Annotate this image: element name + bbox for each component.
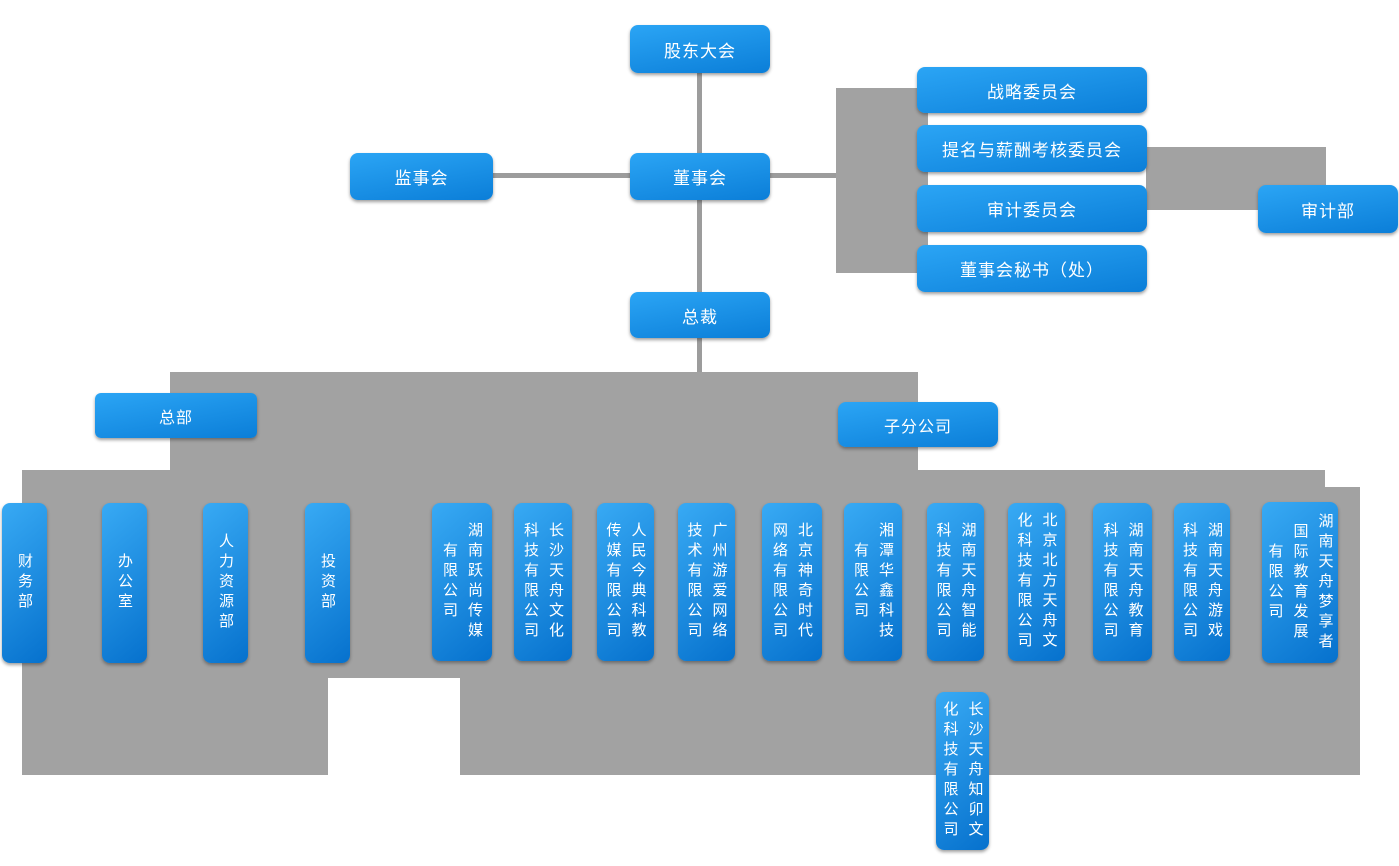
node-label: 总裁 bbox=[682, 307, 718, 327]
vertical-label: 北京神奇时代网络有限公司 bbox=[771, 522, 813, 642]
node-label: 审计委员会 bbox=[987, 201, 1077, 220]
company-node: 长沙天舟文化科技有限公司 bbox=[514, 503, 572, 661]
vertical-label: 广州游爱网络技术有限公司 bbox=[685, 522, 728, 642]
node-board-of-directors: 董事会 bbox=[630, 153, 770, 200]
node-label: 战略委员会 bbox=[987, 82, 1077, 102]
vertical-label: 长沙天舟文化科技有限公司 bbox=[522, 522, 564, 642]
node-label: 提名与薪酬考核委员会 bbox=[942, 141, 1122, 160]
company-node: 北京神奇时代网络有限公司 bbox=[762, 503, 822, 661]
connector-gap bbox=[328, 678, 460, 775]
vertical-label: 湖南跃尚传媒有限公司 bbox=[441, 522, 483, 642]
vertical-label: 办公室 bbox=[116, 553, 133, 613]
vertical-label: 北京北方天舟文化科技有限公司 bbox=[1015, 512, 1058, 652]
connector-hq-band bbox=[170, 372, 918, 470]
node-label: 监事会 bbox=[394, 169, 449, 188]
node-label: 股东大会 bbox=[664, 41, 736, 61]
node-strategy-committee: 战略委员会 bbox=[917, 67, 1147, 113]
department-node-investment: 投资部 bbox=[305, 503, 350, 663]
node-headquarters: 总部 bbox=[95, 393, 257, 438]
node-label: 总部 bbox=[158, 409, 193, 427]
company-node: 长沙天舟知卯文化科技有限公司 bbox=[936, 692, 989, 850]
company-node: 北京北方天舟文化科技有限公司 bbox=[1008, 503, 1065, 661]
vertical-label: 财务部 bbox=[16, 553, 33, 613]
vertical-label: 湖南天舟智能科技有限公司 bbox=[934, 522, 977, 642]
node-label: 董事会 bbox=[673, 169, 727, 188]
connector-president-groups bbox=[697, 336, 702, 374]
connector-committees-block bbox=[836, 88, 928, 273]
company-node: 湖南天舟梦享者国际教育发展有限公司 bbox=[1262, 502, 1338, 663]
company-node: 湖南天舟教育科技有限公司 bbox=[1093, 503, 1152, 661]
vertical-label: 湖南天舟梦享者国际教育发展有限公司 bbox=[1266, 512, 1334, 653]
vertical-label: 人力资源部 bbox=[217, 533, 234, 633]
node-subsidiaries: 子分公司 bbox=[838, 402, 998, 447]
vertical-label: 长沙天舟知卯文化科技有限公司 bbox=[941, 701, 984, 841]
company-node: 湖南天舟游戏科技有限公司 bbox=[1174, 503, 1230, 661]
connector-board-committees bbox=[768, 173, 840, 178]
node-label: 董事会秘书（处） bbox=[960, 261, 1104, 280]
node-label: 审计部 bbox=[1301, 201, 1355, 221]
node-president: 总裁 bbox=[630, 292, 770, 338]
vertical-label: 湖南天舟教育科技有限公司 bbox=[1101, 522, 1144, 642]
node-audit-department: 审计部 bbox=[1258, 185, 1398, 233]
connector-supervisory-board bbox=[493, 173, 632, 178]
department-node-finance: 财务部 bbox=[2, 503, 47, 663]
vertical-label: 投资部 bbox=[319, 553, 336, 613]
node-shareholders-meeting: 股东大会 bbox=[630, 25, 770, 73]
company-node: 湘潭华鑫科技有限公司 bbox=[844, 503, 902, 661]
department-node-hr: 人力资源部 bbox=[203, 503, 248, 663]
node-nomination-remuneration-committee: 提名与薪酬考核委员会 bbox=[917, 125, 1147, 172]
node-supervisory-board: 监事会 bbox=[350, 153, 493, 200]
company-node: 湖南天舟智能科技有限公司 bbox=[927, 503, 984, 661]
node-label: 子分公司 bbox=[883, 418, 952, 436]
node-audit-committee: 审计委员会 bbox=[917, 185, 1147, 232]
node-board-secretary: 董事会秘书（处） bbox=[917, 245, 1147, 292]
company-node: 湖南跃尚传媒有限公司 bbox=[432, 503, 492, 661]
vertical-label: 湖南天舟游戏科技有限公司 bbox=[1181, 522, 1223, 642]
department-node-office: 办公室 bbox=[102, 503, 147, 663]
connector-board-president bbox=[697, 198, 702, 294]
company-node: 广州游爱网络技术有限公司 bbox=[678, 503, 735, 661]
company-node: 人民今典科教传媒有限公司 bbox=[597, 503, 654, 661]
connector-shareholders-board bbox=[697, 73, 702, 155]
vertical-label: 人民今典科教传媒有限公司 bbox=[604, 522, 647, 642]
vertical-label: 湘潭华鑫科技有限公司 bbox=[852, 522, 894, 642]
